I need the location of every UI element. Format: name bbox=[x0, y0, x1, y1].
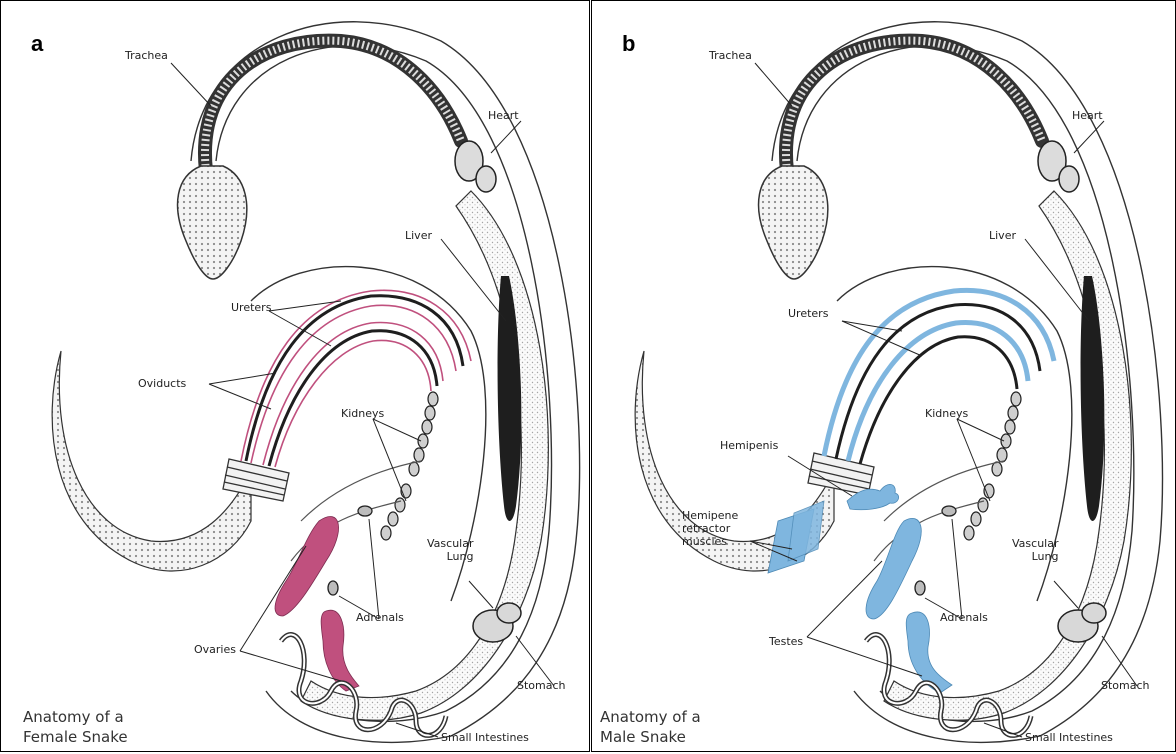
label-adrenals: Adrenals bbox=[940, 611, 988, 624]
label-testes: Testes bbox=[769, 635, 803, 648]
label-adrenals: Adrenals bbox=[356, 611, 404, 624]
label-liver: Liver bbox=[405, 229, 432, 242]
vas-deferens bbox=[824, 290, 1054, 461]
label-small-intestines: Small Intestines bbox=[441, 731, 529, 744]
heart bbox=[455, 141, 496, 192]
adrenals bbox=[915, 506, 956, 595]
label-stomach: Stomach bbox=[517, 679, 566, 692]
snake-head bbox=[759, 166, 828, 279]
caption: Anatomy of a Male Snake bbox=[600, 707, 701, 747]
label-heart: Heart bbox=[1072, 109, 1103, 122]
label-small-intestines: Small Intestines bbox=[1025, 731, 1113, 744]
label-vascular-lung: Vascular Lung bbox=[427, 537, 473, 563]
kidneys bbox=[964, 392, 1021, 540]
kidneys bbox=[381, 392, 438, 540]
label-ureters: Ureters bbox=[231, 301, 271, 314]
panel-letter: a bbox=[31, 31, 43, 57]
panel-female-snake: a Trachea Heart Liver Ureters Oviducts K… bbox=[0, 0, 590, 752]
hemipene-retractor-muscles bbox=[768, 501, 824, 573]
label-liver: Liver bbox=[989, 229, 1016, 242]
heart bbox=[1038, 141, 1079, 192]
label-ureters: Ureters bbox=[788, 307, 828, 320]
label-hemipenis: Hemipenis bbox=[720, 439, 778, 452]
label-heart: Heart bbox=[488, 109, 519, 122]
label-stomach: Stomach bbox=[1101, 679, 1150, 692]
cloaca-rings bbox=[223, 459, 289, 501]
label-ovaries: Ovaries bbox=[194, 643, 236, 656]
snake-head bbox=[178, 166, 247, 279]
label-vascular-lung: Vascular Lung bbox=[1012, 537, 1058, 563]
label-hemipene-retractor-muscles: Hemipene retractor muscles bbox=[682, 509, 738, 548]
label-oviducts: Oviducts bbox=[138, 377, 186, 390]
label-trachea: Trachea bbox=[709, 49, 752, 62]
caption: Anatomy of a Female Snake bbox=[23, 707, 128, 747]
panel-letter: b bbox=[622, 31, 635, 57]
label-kidneys: Kidneys bbox=[925, 407, 968, 420]
label-kidneys: Kidneys bbox=[341, 407, 384, 420]
label-trachea: Trachea bbox=[125, 49, 168, 62]
panel-male-snake: b Trachea Heart Liver Ureters Kidneys He… bbox=[591, 0, 1176, 752]
